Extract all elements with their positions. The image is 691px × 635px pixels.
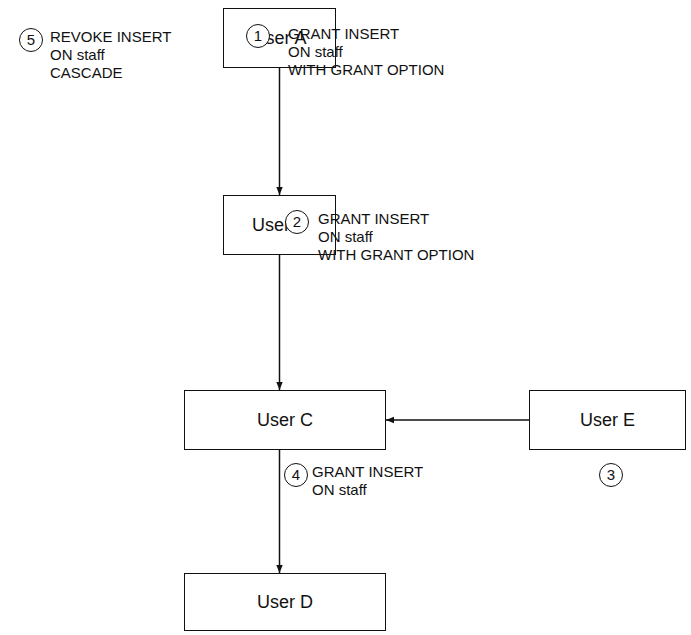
grant-arrow — [386, 419, 529, 421]
user-box: User E — [529, 390, 686, 450]
grant-arrow — [279, 450, 281, 573]
grant-arrow — [279, 68, 281, 195]
sql-statement: GRANT INSERT ON staff WITH GRANT OPTION — [288, 25, 444, 79]
box-label: User D — [249, 592, 321, 613]
sql-statement: GRANT INSERT ON staff — [312, 463, 423, 499]
sql-statement: REVOKE INSERT ON staff CASCADE — [50, 28, 171, 82]
callout-number: 1 — [246, 24, 270, 48]
callout-number: 2 — [285, 210, 309, 234]
callout-number: 5 — [19, 28, 43, 52]
user-box: User D — [184, 573, 386, 631]
callout-number: 4 — [284, 463, 308, 487]
user-box: User C — [184, 390, 386, 450]
grant-arrow — [279, 255, 281, 390]
box-label: User C — [249, 410, 321, 431]
box-label: User E — [572, 410, 643, 431]
callout-number: 3 — [599, 463, 623, 487]
sql-statement: GRANT INSERT ON staff WITH GRANT OPTION — [318, 210, 474, 264]
